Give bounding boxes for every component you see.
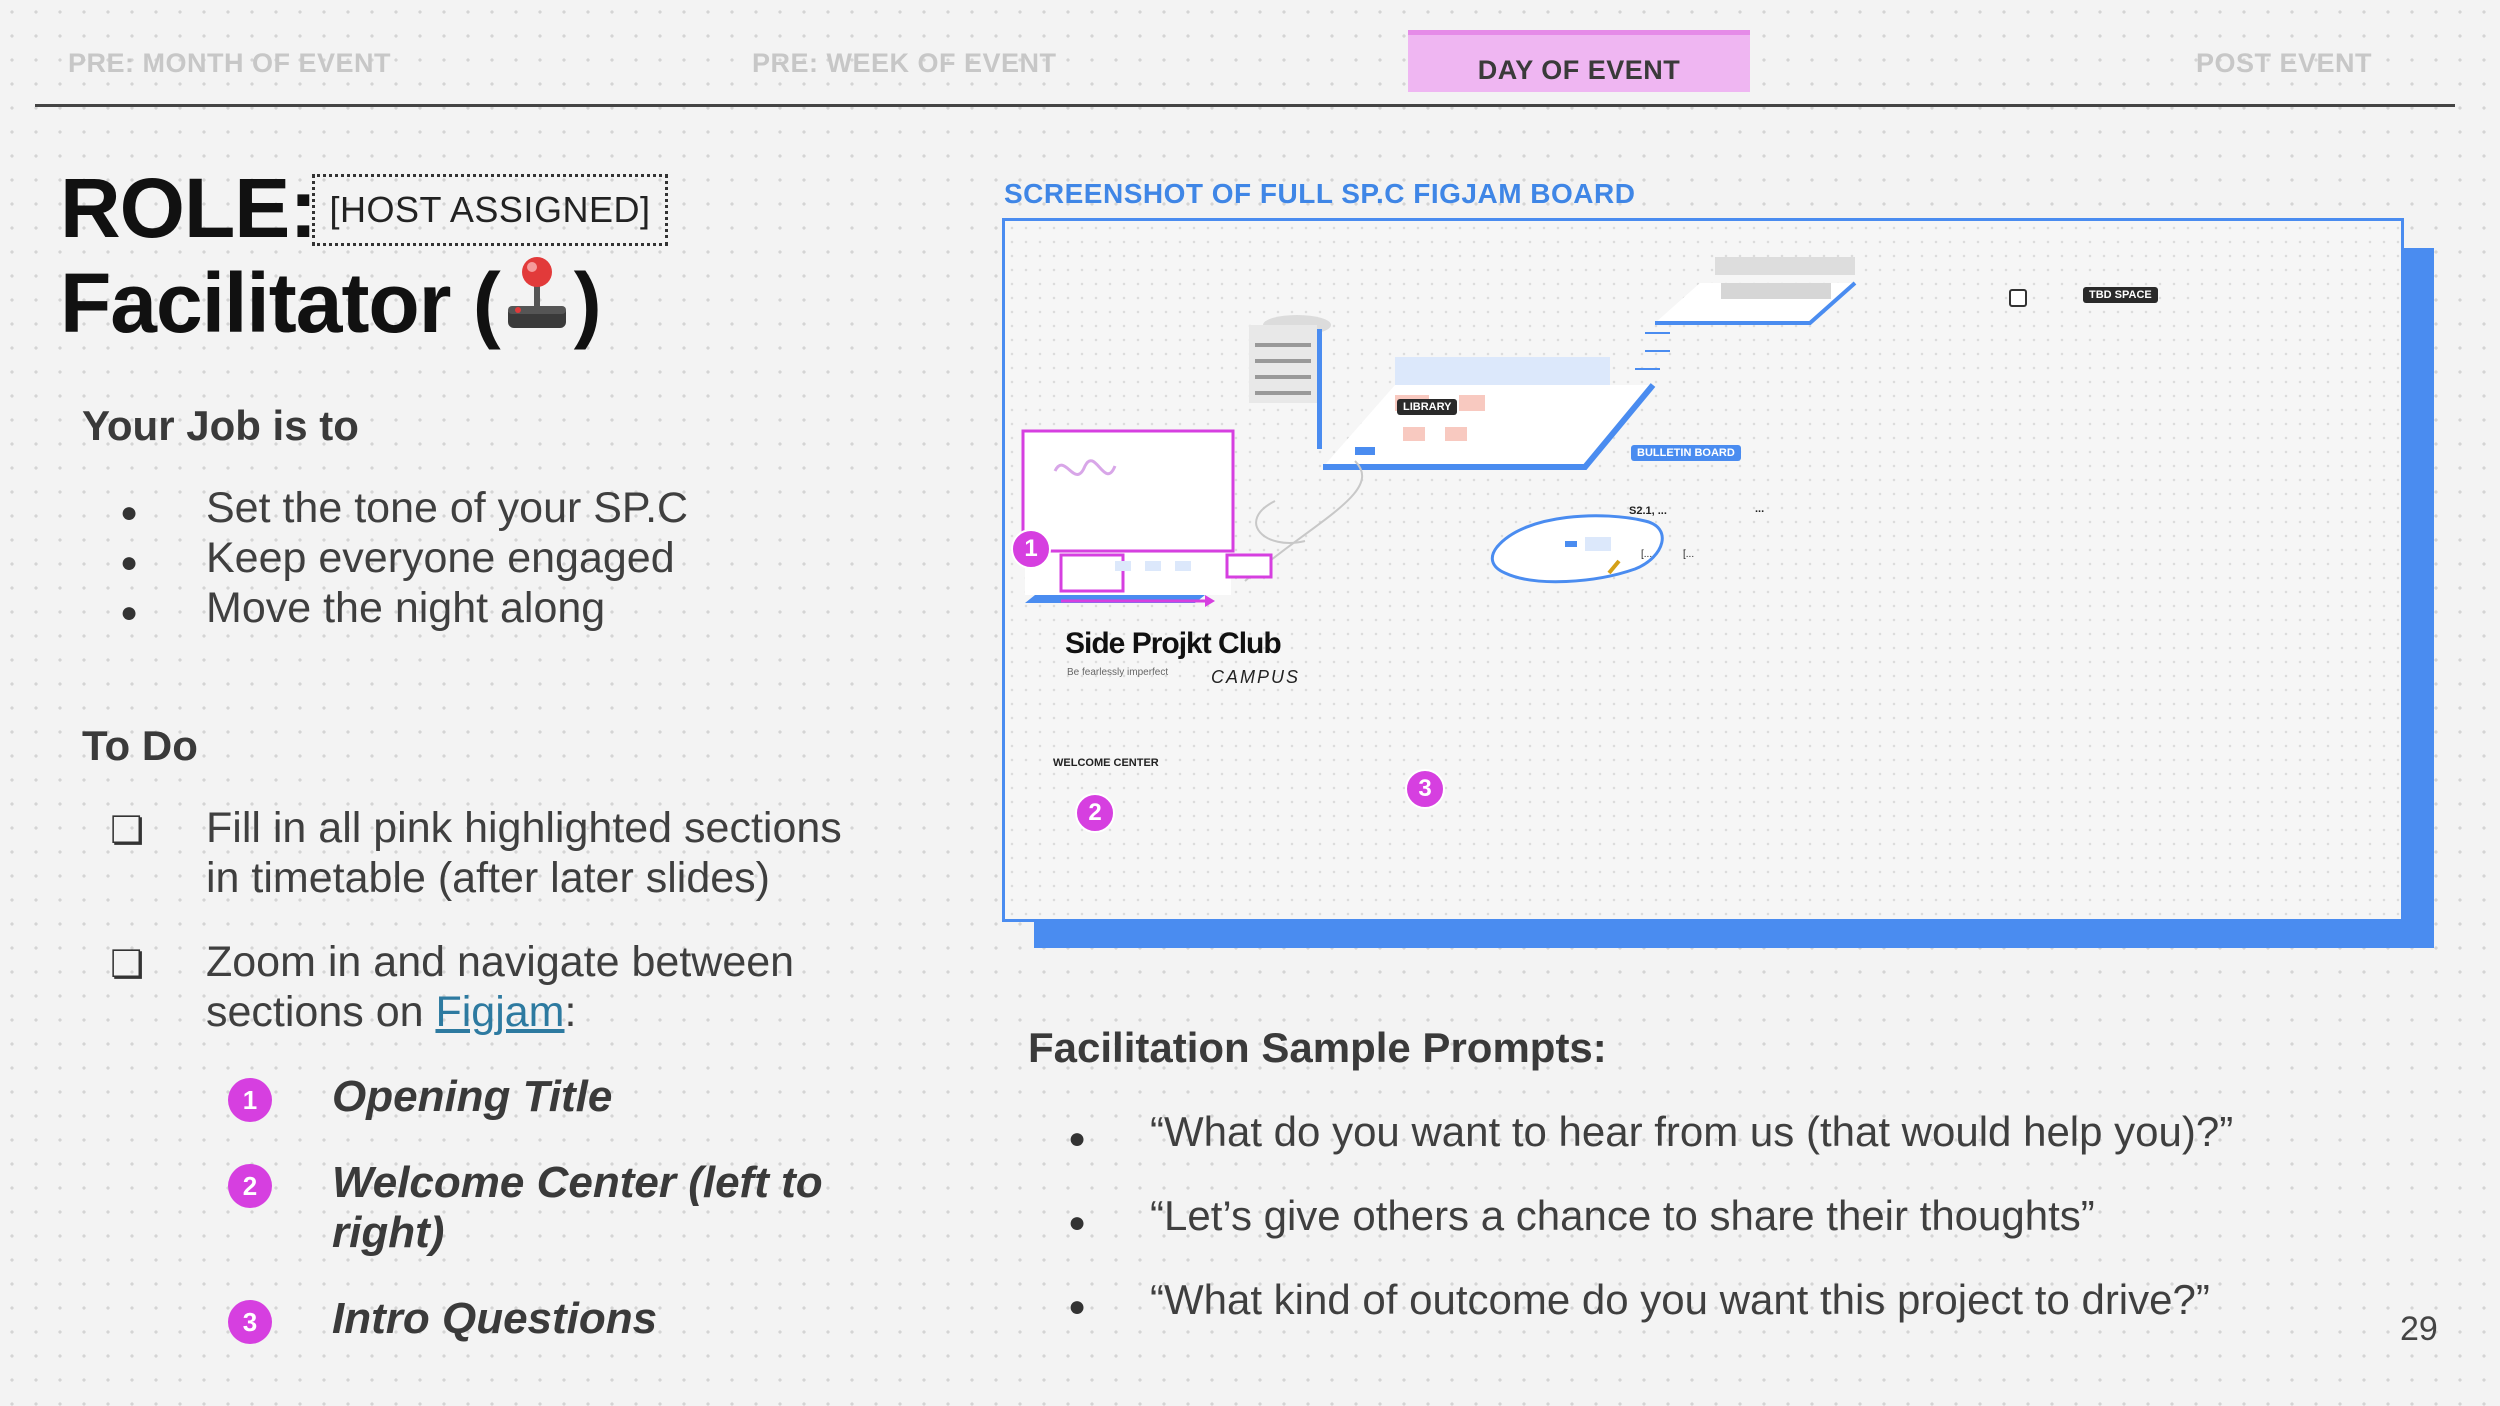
phase-tab-pre-week[interactable]: PRE: WEEK OF EVENT — [752, 48, 1057, 78]
prompt-2: “Let’s give others a chance to share the… — [1150, 1192, 2095, 1239]
todo-heading: To Do — [82, 722, 198, 769]
bulletin-board-label: BULLETIN BOARD — [1631, 445, 1741, 461]
board-illustration — [1021, 257, 1857, 607]
section-welcome-center: Welcome Center (left to — [332, 1158, 823, 1207]
prompts-heading: Facilitation Sample Prompts: — [1028, 1024, 1607, 1071]
bullet-dot: ● — [120, 546, 139, 579]
bullet-dot: ● — [1068, 1206, 1087, 1239]
section-opening-title: Opening Title — [332, 1072, 613, 1121]
role-paren-close: ) — [573, 256, 602, 350]
board-badge-1: 1 — [1011, 529, 1051, 569]
phase-tab-pre-month[interactable]: PRE: MONTH OF EVENT — [68, 48, 392, 78]
bullet-dot: ● — [1068, 1290, 1087, 1323]
card-s21-label: S2.1, ... — [1629, 505, 1667, 517]
job-heading: Your Job is to — [82, 402, 359, 449]
club-name: Side Projkt Club — [1065, 627, 1282, 660]
prompt-3: “What kind of outcome do you want this p… — [1150, 1276, 2210, 1323]
job-bullet-2: Keep everyone engaged — [206, 534, 675, 582]
section-welcome-center-cont: right) — [332, 1208, 445, 1257]
figjam-board-screenshot: TBD SPACE LIBRARY BULLETIN BOARD S2.1, .… — [1002, 218, 2404, 922]
card-b1-label: [... — [1641, 549, 1653, 560]
library-label: LIBRARY — [1397, 399, 1458, 415]
role-name: Facilitator — [60, 256, 451, 350]
checkbox-icon[interactable]: ❏ — [110, 810, 145, 852]
header-divider — [35, 104, 2455, 107]
todo-item-2-line-2: sections on Figjam: — [206, 988, 576, 1037]
role-paren-open: ( — [472, 256, 501, 350]
todo-item-2-line-1: Zoom in and navigate between — [206, 938, 795, 986]
bullet-dot: ● — [1068, 1122, 1087, 1155]
card-dots-label: ... — [1755, 503, 1765, 515]
figjam-link[interactable]: Figjam — [435, 988, 565, 1036]
prompt-1: “What do you want to hear from us (that … — [1150, 1108, 2234, 1155]
todo-item-1-line-1: Fill in all pink highlighted sections — [206, 804, 842, 852]
bullet-dot: ● — [120, 596, 139, 629]
todo-item-1-line-2: in timetable (after later slides) — [206, 854, 770, 902]
job-bullet-3: Move the night along — [206, 584, 606, 632]
club-tagline: Be fearlessly imperfect — [1067, 667, 1169, 678]
page-number: 29 — [2400, 1310, 2438, 1348]
role-prefix: ROLE: — [60, 161, 317, 255]
section-badge-1: 1 — [228, 1078, 272, 1122]
host-assigned-tag: [HOST ASSIGNED] — [312, 174, 668, 246]
role-title: Facilitator ( ) — [60, 252, 602, 352]
checkbox-icon[interactable]: ❏ — [110, 944, 145, 986]
joystick-icon — [504, 252, 570, 352]
campus-script: CAMPUS — [1211, 667, 1301, 687]
section-intro-questions: Intro Questions — [332, 1294, 658, 1343]
welcome-center-label: WELCOME CENTER — [1053, 757, 1159, 769]
todo-item-2-prefix: sections on — [206, 988, 436, 1036]
phase-tab-post-event[interactable]: POST EVENT — [2196, 48, 2373, 78]
bullet-dot: ● — [120, 496, 139, 529]
board-badge-3: 3 — [1405, 769, 1445, 809]
board-badge-2: 2 — [1075, 793, 1115, 833]
todo-item-2-suffix: : — [564, 988, 577, 1036]
phase-tab-day-of-event[interactable]: DAY OF EVENT — [1408, 30, 1750, 92]
screenshot-label: SCREENSHOT OF FULL SP.C FIGJAM BOARD — [1004, 178, 1636, 209]
frame-icon — [2009, 289, 2027, 307]
section-badge-3: 3 — [228, 1300, 272, 1344]
job-bullet-1: Set the tone of your SP.C — [206, 484, 689, 532]
card-b2-label: [... — [1683, 549, 1695, 560]
section-badge-2: 2 — [228, 1164, 272, 1208]
tbd-space-label: TBD SPACE — [2083, 287, 2158, 303]
